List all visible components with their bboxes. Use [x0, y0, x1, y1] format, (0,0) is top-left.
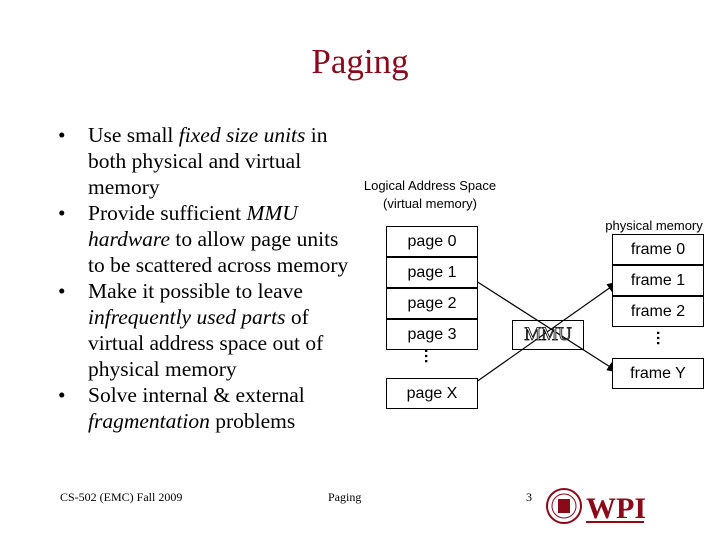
- bullet-marker: •: [58, 383, 66, 407]
- bullet-marker: •: [58, 201, 66, 225]
- frames-ellipsis: …: [653, 330, 670, 347]
- bullet-text-part: problems: [209, 409, 296, 433]
- page-2-box: page 2: [386, 288, 478, 319]
- logical-space-title: Logical Address Space: [363, 178, 497, 193]
- bullet-item: • Solve internal & external fragmentation…: [58, 382, 358, 434]
- page-x-box: page X: [386, 378, 478, 409]
- physical-memory-title: physical memory: [605, 218, 703, 233]
- frame-y-box: frame Y: [612, 358, 704, 389]
- bullet-marker: •: [58, 123, 66, 147]
- logo-text: WPI: [586, 492, 646, 525]
- arrow-pageX-to-frame1: [461, 281, 619, 393]
- bullet-text-part: fragmentation: [88, 409, 210, 433]
- frame-2-box: frame 2: [612, 296, 704, 327]
- footer-page-number: 3: [526, 490, 532, 504]
- page-1-box: page 1: [386, 257, 478, 288]
- bullet-item: • Use small fixed size units in both phys…: [58, 122, 358, 200]
- bullet-text-part: fixed size units: [178, 123, 306, 147]
- logical-space-subtitle: (virtual memory): [383, 196, 477, 211]
- bullet-marker: •: [58, 279, 66, 303]
- mmu-box: MMU: [512, 320, 584, 350]
- footer-course: CS-502 (EMC) Fall 2009: [60, 490, 183, 504]
- page-3-box: page 3: [386, 319, 478, 350]
- frame-1-box: frame 1: [612, 265, 704, 296]
- wpi-logo: WPI: [546, 486, 646, 531]
- bullet-text-part: MMU hardware: [88, 201, 298, 251]
- slide-title: Paging: [311, 42, 409, 81]
- page-0-box: page 0: [386, 226, 478, 257]
- bullet-text-part: Solve internal & external: [88, 383, 305, 407]
- bullet-item: • Provide sufficient MMU hardware to allo…: [58, 200, 358, 278]
- frame-0-box: frame 0: [612, 234, 704, 265]
- pages-ellipsis: …: [421, 348, 438, 365]
- bullet-text-part: Make it possible to leave: [88, 279, 303, 303]
- bullet-text-part: infrequently used parts: [88, 305, 286, 329]
- bullet-text-part: to allow page units to be scattered acro…: [88, 227, 349, 277]
- arrow-page1-to-frameY: [461, 271, 620, 373]
- footer-topic: Paging: [328, 490, 362, 504]
- bullet-text-part: Provide sufficient: [88, 201, 247, 225]
- bullet-list: • Use small fixed size units in both phys…: [58, 122, 358, 434]
- bullet-text: Provide sufficient MMU hardware to allow…: [88, 201, 348, 277]
- bullet-item: • Make it possible to leave infrequently …: [58, 278, 358, 382]
- bullet-text-part: in both physical and virtual memory: [88, 123, 328, 199]
- bullet-text: Use small fixed size units in both physi…: [88, 123, 328, 199]
- bullet-text-part: Use small: [88, 123, 179, 147]
- bullet-text: Make it possible to leave infrequently u…: [88, 279, 323, 381]
- bullet-text: Solve internal & external fragmentation …: [88, 383, 305, 433]
- bullet-text-part: of virtual address space out of physical…: [88, 305, 324, 381]
